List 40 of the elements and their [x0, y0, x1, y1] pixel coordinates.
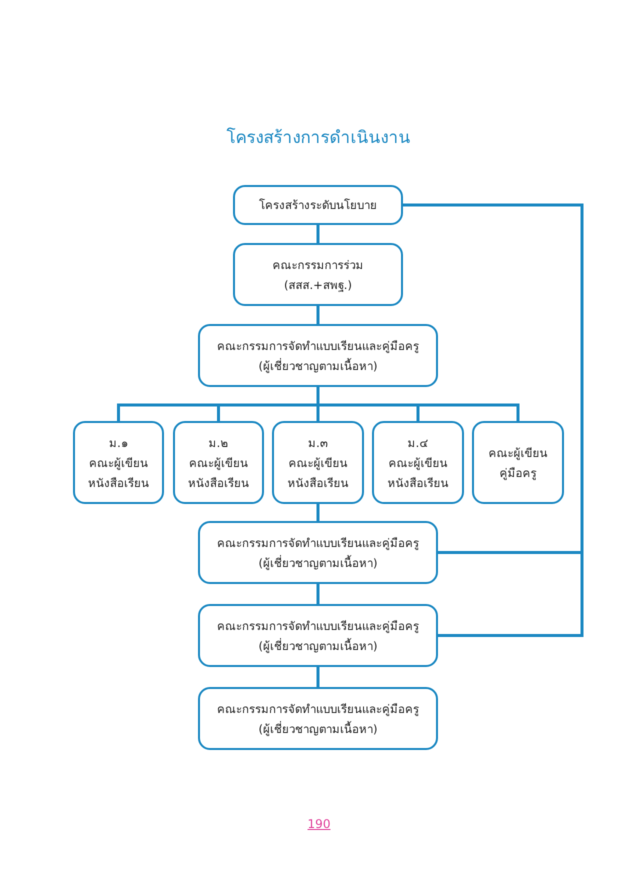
node-text: (ผู้เชี่ยวชาญตามเนื้อหา) [258, 637, 378, 655]
committee-box [233, 243, 403, 306]
team-box [372, 421, 464, 504]
node-text: ม.๓ [308, 434, 328, 452]
node-text: คณะกรรมการร่วม [272, 256, 364, 274]
node-text: (ผู้เชี่ยวชาญตามเนื้อหา) [258, 720, 378, 738]
node-text: (สสส.+สพฐ.) [284, 276, 352, 294]
node-text: คณะผู้เขียน หนังสือเรียน [286, 454, 350, 492]
committee-box [198, 687, 438, 750]
team-box [272, 421, 364, 504]
connector-line [217, 404, 318, 421]
committee-box [198, 324, 438, 387]
team-box [173, 421, 264, 504]
connector-line [318, 404, 520, 421]
node-text: คณะกรรมการจัดทำแบบเรียนและคู่มือครู [217, 618, 419, 635]
node-text: (ผู้เชี่ยวชาญตามเนื้อหา) [258, 554, 378, 572]
committee-box [198, 604, 438, 667]
node-text: โครงสร้างระดับนโยบาย [259, 197, 377, 214]
page-number: 190 [306, 816, 332, 833]
diagram-title: โครงสร้างการดำเนินงาน [226, 126, 412, 150]
connector-line [316, 504, 320, 521]
committee-box [198, 521, 438, 584]
node-text: ม.๔ [408, 434, 428, 452]
connector-line [316, 225, 320, 243]
node-text: คณะกรรมการจัดทำแบบเรียนและคู่มือครู [217, 700, 419, 718]
team-box [73, 421, 164, 504]
node-text: คณะผู้เขียน หนังสือเรียน [386, 454, 450, 492]
connector-line [316, 306, 320, 324]
connector-line [316, 667, 320, 687]
node-text: คณะผู้เขียน หนังสือเรียน [187, 454, 250, 492]
connector-line [316, 584, 320, 604]
node-text: คณะกรรมการจัดทำแบบเรียนและคู่มือครู [217, 338, 419, 355]
node-text: (ผู้เชี่ยวชาญตามเนื้อหา) [258, 357, 378, 375]
node-text: คณะผู้เขียน คู่มือครู [488, 444, 548, 482]
node-text: ม.๑ [109, 434, 128, 452]
team-box [472, 421, 564, 504]
node-text: คณะผู้เขียน หนังสือเรียน [87, 454, 150, 492]
node-text: คณะกรรมการจัดทำแบบเรียนและคู่มือครู [217, 534, 419, 552]
committee-box [233, 185, 403, 225]
node-text: ม.๒ [208, 434, 228, 452]
